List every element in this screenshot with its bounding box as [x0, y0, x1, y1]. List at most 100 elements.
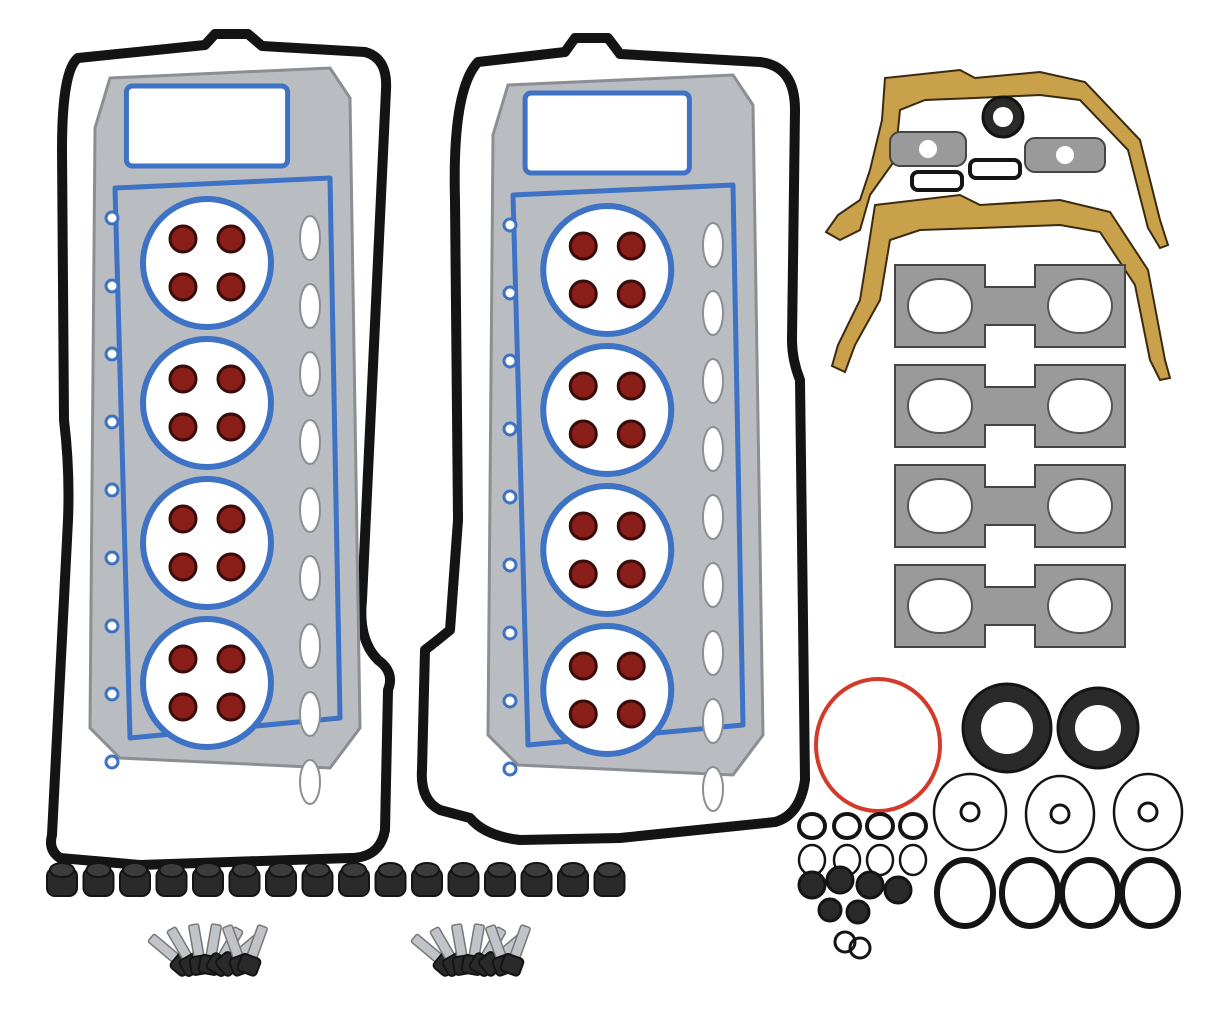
spark-plug-grommet — [338, 862, 370, 897]
head-gasket-window — [123, 83, 291, 169]
oring-thin — [1112, 772, 1184, 852]
large-seals — [814, 677, 1140, 813]
oring-thin — [932, 772, 1008, 852]
spark-plug-grommet — [46, 862, 78, 897]
valve-stem-seal — [168, 692, 198, 722]
exhaust-port-hole — [1047, 378, 1113, 434]
valve-stem-seal — [168, 552, 198, 582]
valve-stem-seal — [616, 699, 646, 729]
cylinder-bore — [140, 196, 274, 330]
red-oring-large — [814, 677, 942, 813]
spark-plug-grommet — [119, 862, 151, 897]
spark-plug-grommet — [192, 862, 224, 897]
spark-plug-tube-grommets — [46, 862, 626, 897]
cylinder-bore — [140, 476, 274, 610]
small-plate-hole-2 — [1056, 146, 1074, 164]
gasket-hole — [104, 618, 120, 634]
gasket-hole — [104, 414, 120, 430]
gasket-hole — [104, 686, 120, 702]
spark-plug-grommet — [374, 862, 407, 897]
small-seal-ring-1 — [910, 170, 964, 192]
timing-cover-gasket-lower — [830, 193, 1172, 382]
valve-stem-seal — [616, 371, 646, 401]
valve-stem-seal — [216, 552, 246, 582]
oil-seal-left-bore — [981, 702, 1033, 754]
oring-small — [797, 812, 827, 840]
valve-stem-seal — [616, 651, 646, 681]
coolant-slot — [702, 698, 724, 744]
oring-thick — [999, 857, 1061, 929]
oring-tiny — [848, 936, 872, 960]
gasket-hole — [104, 346, 120, 362]
valve-stem-seal — [216, 692, 246, 722]
gasket-hole — [502, 625, 518, 641]
cylinder-bore — [140, 616, 274, 750]
exhaust-port-hole — [1047, 478, 1113, 534]
gasket-hole — [104, 210, 120, 226]
grommet-top — [487, 862, 513, 878]
valve-stem-seal — [216, 364, 246, 394]
valve-stem-seal — [168, 412, 198, 442]
gasket-hole — [502, 285, 518, 301]
gasket-hole — [502, 761, 518, 777]
exhaust-gasket — [894, 464, 1126, 548]
spark-plug-grommet — [557, 862, 589, 897]
grommet-top — [414, 862, 440, 878]
valve-stem-seal — [616, 419, 646, 449]
head-gasket-right — [486, 73, 765, 812]
oring-small — [832, 812, 862, 840]
grommet-top — [231, 862, 258, 878]
valve-stem-seal — [168, 272, 198, 302]
valve-stem-seal — [216, 644, 246, 674]
gasket-hole — [502, 489, 518, 505]
oring-thick — [1059, 857, 1121, 929]
coolant-slot — [299, 759, 321, 805]
valve-stem-seal — [616, 279, 646, 309]
valve-stem-seal — [168, 644, 198, 674]
oring-tiny — [833, 930, 857, 954]
valve-stem-seal — [216, 412, 246, 442]
grommet-top — [158, 862, 185, 878]
coolant-slot — [299, 623, 321, 669]
head-gasket-blue-bead — [510, 182, 746, 748]
valve-stem-seal — [216, 504, 246, 534]
spark-plug-grommet — [447, 862, 480, 897]
coolant-slot — [702, 766, 724, 812]
exhaust-gasket — [894, 264, 1126, 348]
spark-plug-grommet — [301, 862, 334, 897]
spark-plug-grommet — [411, 862, 443, 897]
exhaust-port-hole — [1047, 578, 1113, 634]
exhaust-port-hole — [907, 278, 973, 334]
grommet-top — [304, 862, 331, 878]
grommet-top — [268, 862, 294, 878]
valve-stem-seal — [568, 559, 598, 589]
coolant-slot — [702, 562, 724, 608]
small-rubber-grommet — [825, 865, 855, 895]
valve-stem-seal — [168, 504, 198, 534]
gasket-hole — [502, 557, 518, 573]
cylinder-bore — [540, 483, 675, 617]
gasket-hole — [502, 421, 518, 437]
small-rubber-grommet — [845, 899, 871, 925]
coolant-slot — [702, 358, 724, 404]
right-cover-gasket-loop — [416, 33, 810, 845]
valve-cover-bolt — [236, 924, 268, 977]
gasket-hole — [502, 353, 518, 369]
spark-plug-grommet — [593, 862, 626, 897]
valve-stem-seal — [568, 651, 598, 681]
small-rubber-grommet — [855, 870, 885, 900]
coolant-slot — [702, 630, 724, 676]
o-ring-assortment — [797, 772, 1184, 960]
grommet-top — [341, 862, 367, 878]
gasket-hole — [502, 693, 518, 709]
exhaust-manifold-gaskets — [894, 264, 1126, 648]
oring-thick — [934, 857, 996, 929]
exhaust-port-hole — [1047, 278, 1113, 334]
coolant-slot — [299, 283, 321, 329]
valve-cover-bolt — [499, 924, 531, 977]
grommet-top — [85, 862, 112, 878]
coolant-slot — [299, 555, 321, 601]
oring-small — [898, 812, 928, 840]
valve-cover-gasket-right — [416, 33, 810, 845]
